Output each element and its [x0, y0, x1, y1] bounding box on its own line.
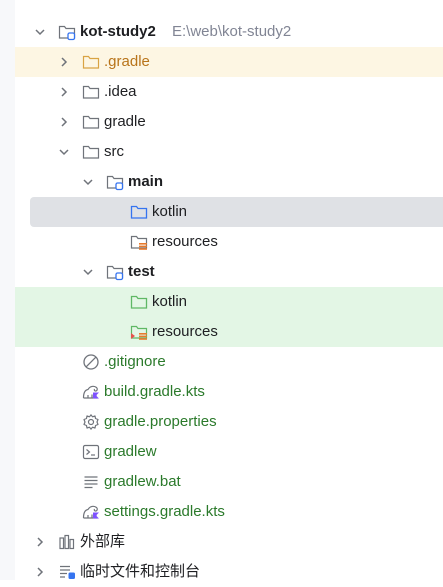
tree-row-main-kotlin[interactable]: kotlin [30, 197, 443, 227]
folder-icon [82, 113, 100, 131]
tree-label: main [128, 173, 164, 190]
tree-label: src [104, 143, 124, 160]
gear-icon [82, 413, 100, 431]
tree-label: resources [152, 323, 218, 340]
root-module-name: kot-study2 [80, 23, 156, 40]
tree-row-gradle[interactable]: gradle [15, 107, 443, 137]
tree-label: resources [152, 233, 218, 250]
tree-row-scratches[interactable]: 临时文件和控制台 [15, 557, 443, 587]
tree-row-main[interactable]: main [15, 167, 443, 197]
tree-label: gradlew.bat [104, 473, 181, 490]
tree-row-test-resources[interactable]: resources [15, 317, 443, 347]
tree-row-gradle-properties[interactable]: gradle.properties [15, 407, 443, 437]
tree-label: kotlin [152, 203, 188, 220]
tree-label: build.gradle.kts [104, 383, 205, 400]
tree-row-build-gradle[interactable]: build.gradle.kts [15, 377, 443, 407]
scratches-icon [58, 563, 76, 581]
chevron-right-icon[interactable] [57, 55, 71, 69]
tree-label: kotlin [152, 293, 188, 310]
resources-folder-icon [130, 233, 148, 251]
module-folder-icon [106, 263, 124, 281]
folder-icon [82, 53, 100, 71]
tree-label: .gitignore [104, 353, 166, 370]
tree-row-test[interactable]: test [15, 257, 443, 287]
tree-row-dot-gradle[interactable]: .gradle [15, 47, 443, 77]
tree-label: .gradle [104, 53, 150, 70]
text-file-icon [82, 473, 100, 491]
gradle-kotlin-icon [82, 503, 100, 521]
folder-icon [82, 83, 100, 101]
folder-icon [82, 143, 100, 161]
tree-row-test-kotlin[interactable]: kotlin [15, 287, 443, 317]
tree-label: gradlew [104, 443, 157, 460]
module-folder-icon [58, 23, 76, 41]
source-folder-icon [130, 203, 148, 221]
test-resources-folder-icon [130, 323, 148, 341]
tree-row-root[interactable]: kot-study2 E:\web\kot-study2 [15, 17, 443, 47]
library-icon [58, 533, 76, 551]
tree-row-main-resources[interactable]: resources [15, 227, 443, 257]
tree-row-settings-gradle[interactable]: settings.gradle.kts [15, 497, 443, 527]
test-folder-icon [130, 293, 148, 311]
tree-row-gradlew[interactable]: gradlew [15, 437, 443, 467]
chevron-right-icon[interactable] [57, 115, 71, 129]
chevron-down-icon[interactable] [81, 175, 95, 189]
chevron-down-icon[interactable] [57, 145, 71, 159]
chevron-right-icon[interactable] [33, 565, 47, 579]
chevron-right-icon[interactable] [57, 85, 71, 99]
ignore-file-icon [82, 353, 100, 371]
gradle-kotlin-icon [82, 383, 100, 401]
tree-label: gradle [104, 113, 146, 130]
chevron-down-icon[interactable] [81, 265, 95, 279]
chevron-down-icon[interactable] [33, 25, 47, 39]
tree-row-idea[interactable]: .idea [15, 77, 443, 107]
tree-label: 临时文件和控制台 [80, 563, 201, 580]
tree-label: test [128, 263, 155, 280]
tree-row-external-libraries[interactable]: 外部库 [15, 527, 443, 557]
chevron-right-icon[interactable] [33, 535, 47, 549]
root-module-path: E:\web\kot-study2 [172, 23, 292, 40]
tree-label: settings.gradle.kts [104, 503, 225, 520]
tree-row-gitignore[interactable]: .gitignore [15, 347, 443, 377]
tree-label: .idea [104, 83, 137, 100]
tree-label: gradle.properties [104, 413, 217, 430]
terminal-file-icon [82, 443, 100, 461]
left-gutter [0, 0, 15, 580]
tree-row-gradlew-bat[interactable]: gradlew.bat [15, 467, 443, 497]
tree-label: 外部库 [80, 533, 126, 550]
module-folder-icon [106, 173, 124, 191]
tree-row-src[interactable]: src [15, 137, 443, 167]
